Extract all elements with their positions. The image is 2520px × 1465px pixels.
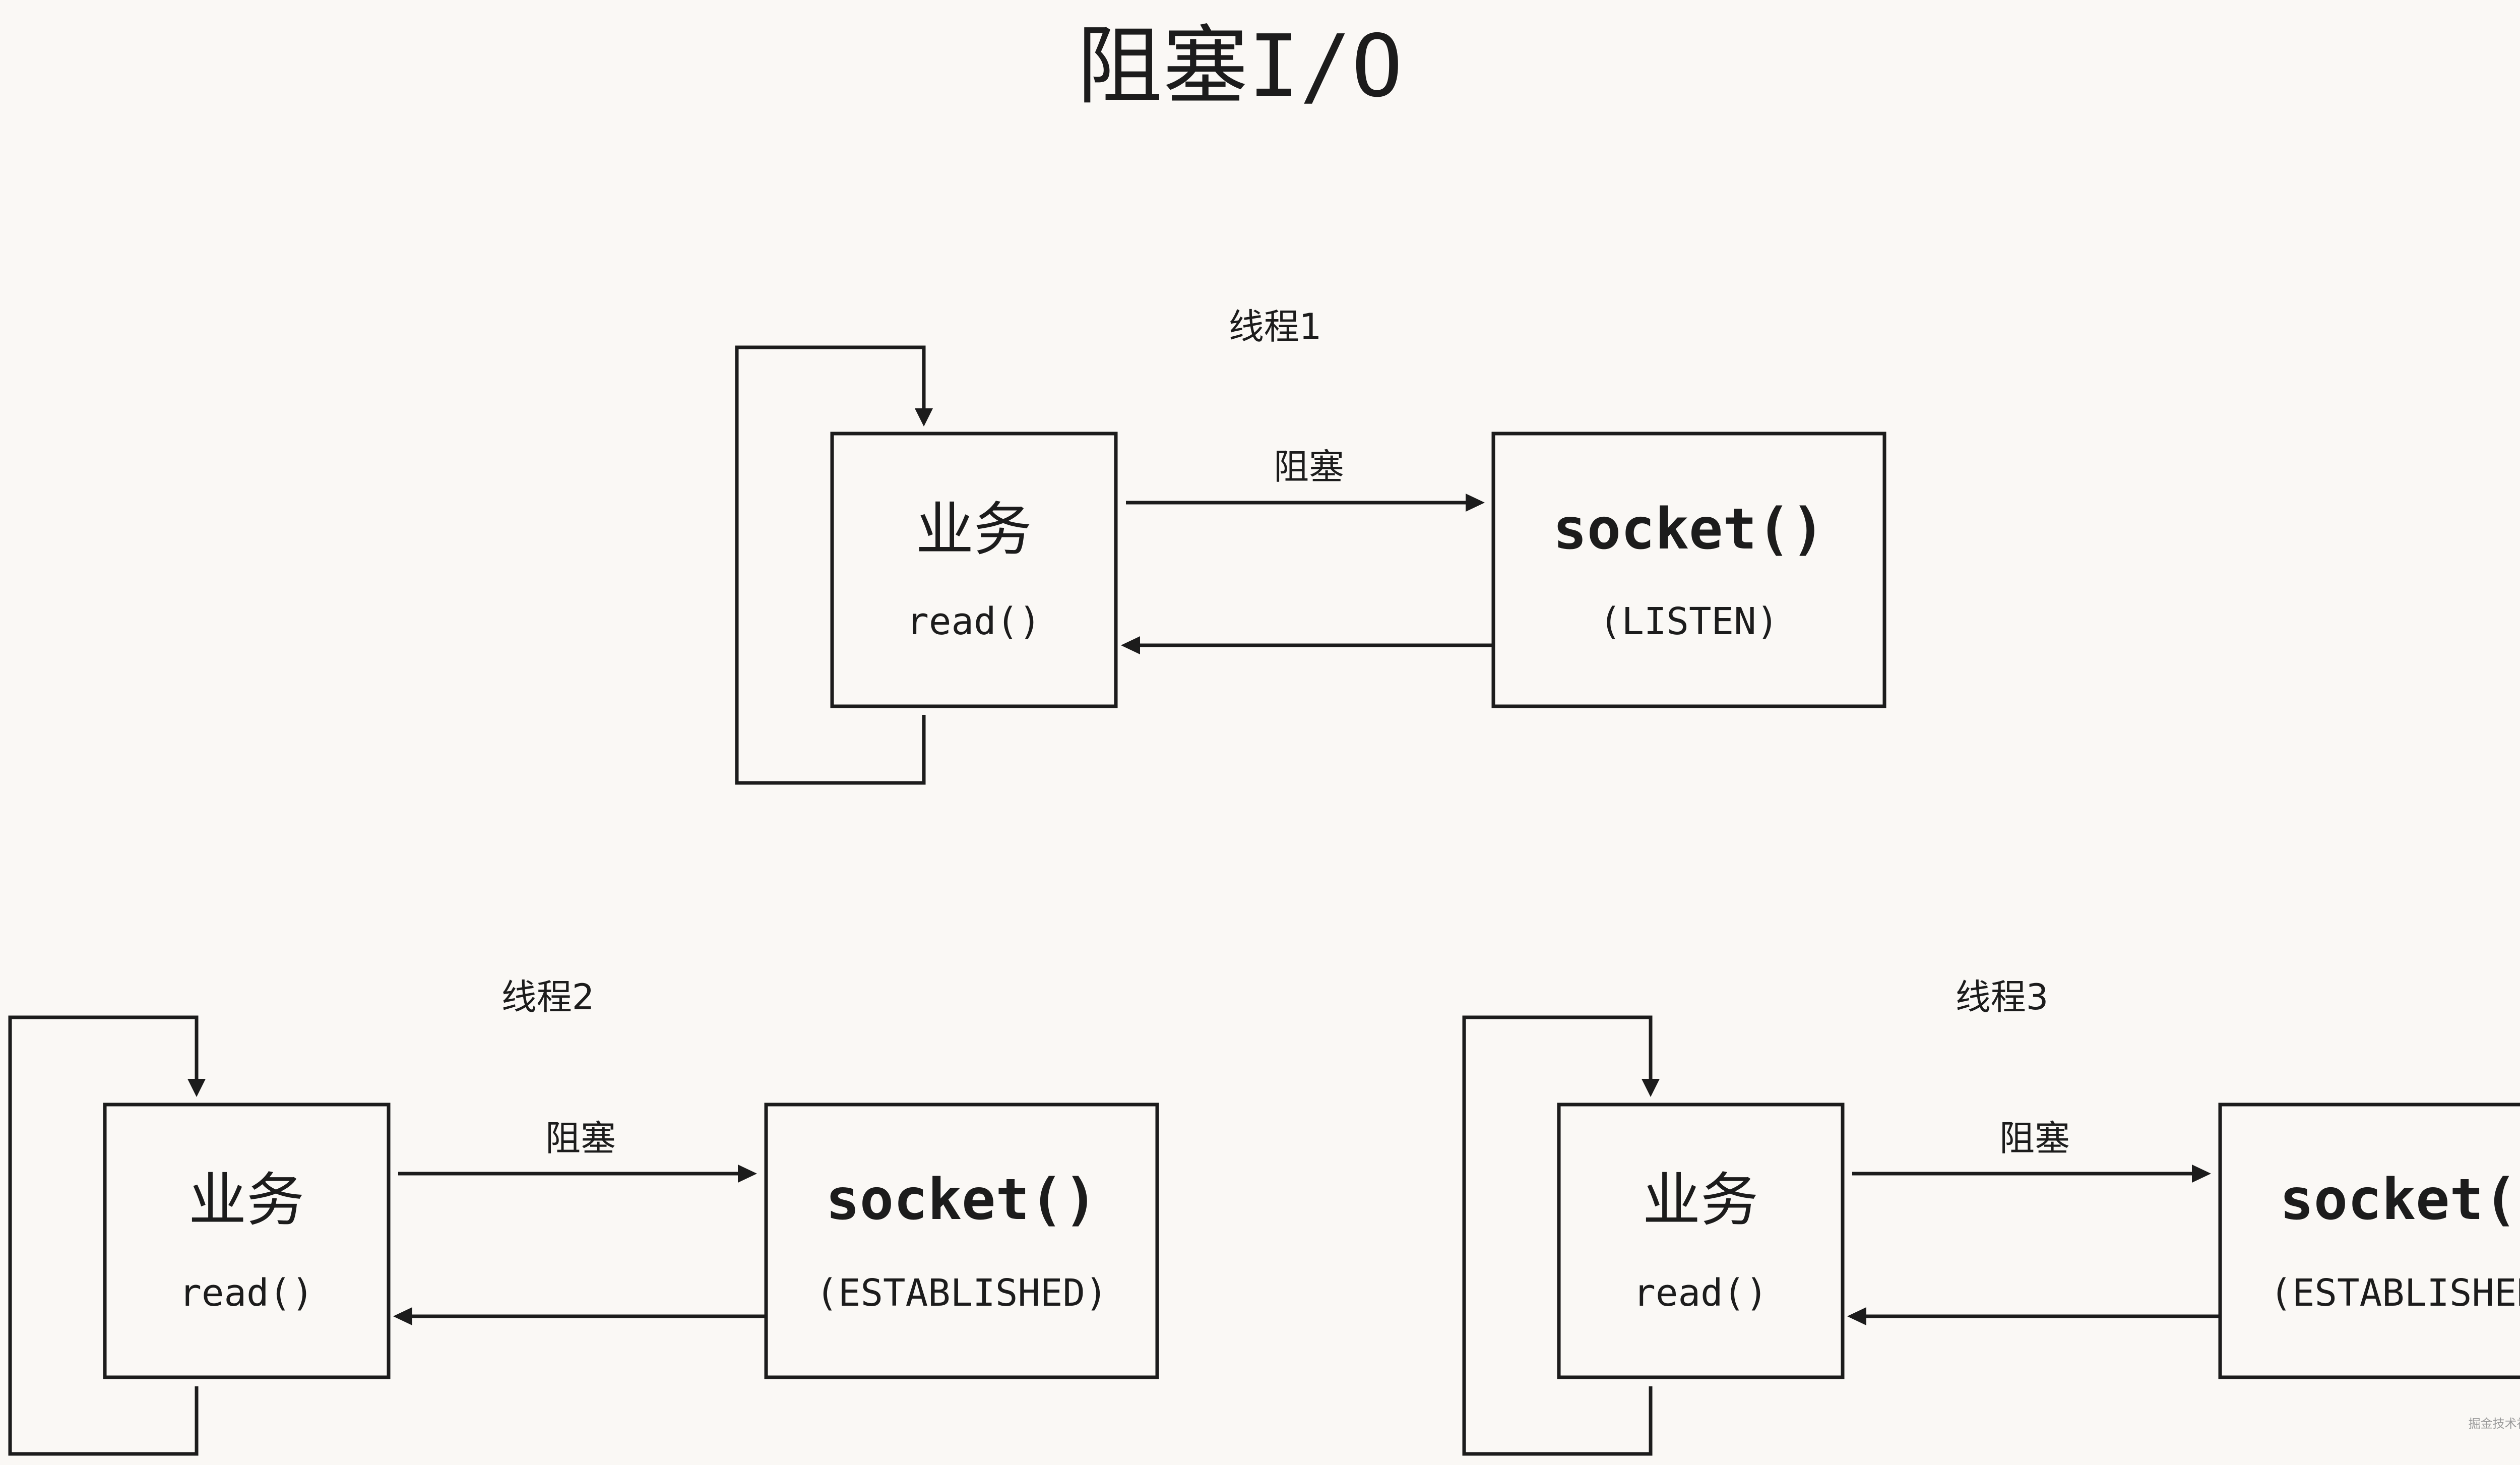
- thread-1-business-call: read(): [906, 600, 1041, 643]
- thread-1-socket-title: socket(): [1553, 497, 1824, 562]
- thread-2-socket-title: socket(): [826, 1167, 1097, 1233]
- thread-2-business-call: read(): [179, 1271, 313, 1315]
- thread-3-socket-box: [2218, 1103, 2520, 1379]
- thread-3-business-title: 业务: [1643, 1167, 1758, 1234]
- watermark: 掘金技术社区 @ uccs: [2469, 1417, 2520, 1431]
- thread-1-return-arrowhead: [1121, 636, 1140, 654]
- thread-3-socket-state: (ESTABLISHED): [2270, 1271, 2520, 1315]
- thread-3-socket-title: socket(): [2280, 1167, 2520, 1233]
- thread-3-loop-line: [1462, 1015, 1653, 1456]
- thread-2-business-box: [103, 1103, 391, 1379]
- thread-2-loop-line: [8, 1015, 199, 1456]
- thread-2-socket-box: [764, 1103, 1159, 1379]
- thread-1-loop-arrowhead: [915, 408, 933, 426]
- thread-2-diagram: 线程2 业务 read() 阻塞 socket() (ESTABLISHED): [8, 976, 1159, 1456]
- thread-3-forward-arrowhead: [2192, 1165, 2211, 1183]
- thread-3-arrow-label: 阻塞: [1999, 1118, 2070, 1159]
- thread-3-diagram: 线程3 业务 read() 阻塞 socket() (ESTABLISHED): [1462, 976, 2520, 1456]
- thread-3-business-call: read(): [1633, 1271, 1768, 1315]
- page-title: 阻塞I/O: [1077, 17, 1403, 116]
- thread-1-socket-state: (LISTEN): [1599, 600, 1779, 643]
- thread-3-return-arrowhead: [1847, 1307, 1866, 1325]
- thread-1-socket-box: [1491, 432, 1886, 708]
- thread-2-loop-arrowhead: [187, 1079, 206, 1097]
- thread-2-arrow-label: 阻塞: [545, 1118, 616, 1159]
- thread-1-forward-arrowhead: [1466, 494, 1485, 512]
- thread-3-business-box: [1557, 1103, 1845, 1379]
- thread-2-return-arrowhead: [393, 1307, 412, 1325]
- thread-2-forward-arrowhead: [738, 1165, 757, 1183]
- thread-3-label: 线程3: [1956, 976, 2049, 1018]
- thread-3-loop-arrowhead: [1642, 1079, 1660, 1097]
- thread-1-diagram: 线程1 业务 read() 阻塞 socket() (LISTEN): [735, 306, 1886, 785]
- thread-2-label: 线程2: [501, 976, 595, 1018]
- thread-1-business-title: 业务: [916, 496, 1032, 564]
- thread-1-arrow-label: 阻塞: [1274, 446, 1344, 487]
- thread-2-business-title: 业务: [188, 1167, 304, 1234]
- thread-1-business-box: [830, 432, 1118, 708]
- thread-2-socket-state: (ESTABLISHED): [815, 1271, 1107, 1315]
- thread-1-label: 线程1: [1229, 306, 1322, 347]
- thread-1-loop-line: [735, 345, 926, 785]
